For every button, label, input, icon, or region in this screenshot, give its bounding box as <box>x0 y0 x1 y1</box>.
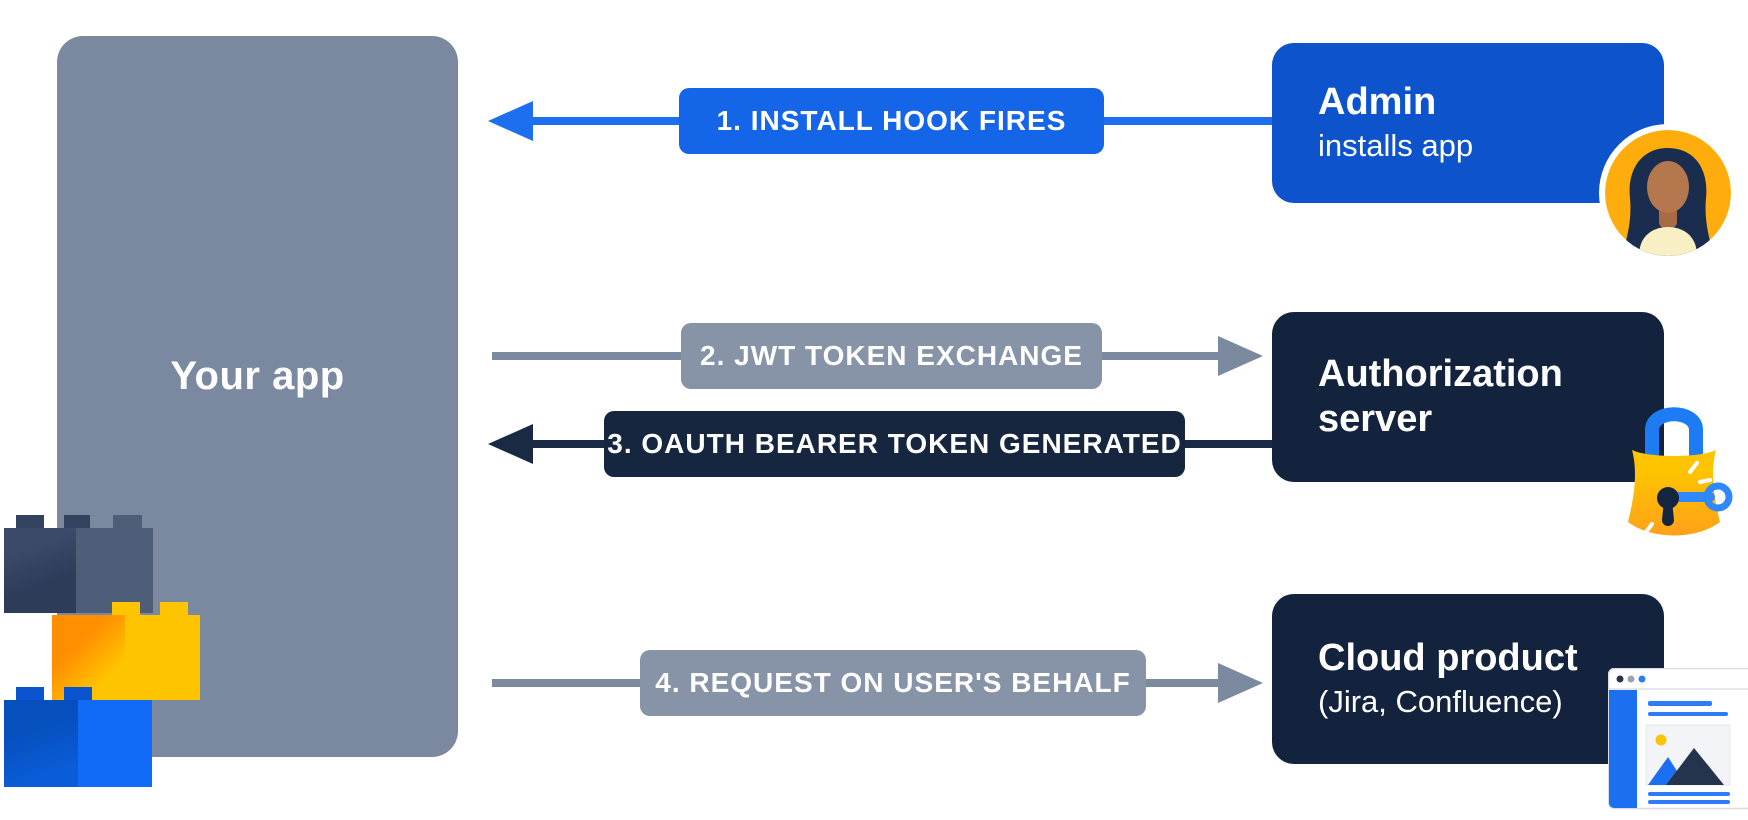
lego-stud <box>113 515 142 529</box>
arrow-head-left-icon <box>488 101 533 141</box>
lego-stud <box>160 602 188 616</box>
arrow-head-right-icon <box>1218 663 1263 703</box>
lego-brick-yellow-icon <box>52 602 200 700</box>
lego-brick-blue-icon <box>4 687 152 787</box>
your-app-label: Your app <box>170 354 345 398</box>
arrow-head-left-icon <box>488 424 533 464</box>
step3-label-box: 3. OAUTH BEARER TOKEN GENERATED <box>604 411 1185 477</box>
lego-stud <box>64 515 90 529</box>
step2-label-box: 2. JWT TOKEN EXCHANGE <box>681 323 1102 389</box>
padlock <box>1612 386 1736 551</box>
step1-label-box: 1. INSTALL HOOK FIRES <box>679 88 1104 154</box>
lego-stud <box>64 687 92 701</box>
avatar <box>1599 124 1737 262</box>
step1-label: 1. INSTALL HOOK FIRES <box>716 105 1067 136</box>
authorization-server-title: Authorization server <box>1318 353 1563 440</box>
step3-label: 3. OAUTH BEARER TOKEN GENERATED <box>607 428 1182 459</box>
authorization-server-node-box: Authorization server <box>1272 312 1664 482</box>
admin-title: Admin <box>1318 81 1437 124</box>
admin-node-box: Admin installs app <box>1272 43 1664 203</box>
step2-label: 2. JWT TOKEN EXCHANGE <box>700 340 1083 371</box>
lego-face <box>52 615 125 700</box>
lego-face <box>4 700 78 787</box>
admin-subtitle: installs app <box>1318 128 1474 164</box>
lego-stud <box>16 515 44 529</box>
cloud-product-subtitle: (Jira, Confluence) <box>1318 684 1563 720</box>
lego-brick-navy-icon <box>4 515 153 613</box>
step4-label-box: 4. REQUEST ON USER'S BEHALF <box>640 650 1146 716</box>
step4-label: 4. REQUEST ON USER'S BEHALF <box>655 667 1131 698</box>
lego-face <box>76 528 153 613</box>
browser-window <box>1607 667 1748 815</box>
lego-face <box>78 700 152 787</box>
lego-stud <box>112 602 140 616</box>
lego-face <box>125 615 200 700</box>
padlock-key-icon <box>1628 407 1733 536</box>
browser-window-icon <box>1607 667 1748 810</box>
lego-stud <box>16 687 44 701</box>
arrow-head-right-icon <box>1218 336 1263 376</box>
cloud-product-title: Cloud product <box>1318 637 1578 680</box>
lego-face <box>4 528 76 613</box>
woman-avatar-icon <box>1605 130 1731 256</box>
cloud-product-node-box: Cloud product (Jira, Confluence) <box>1272 594 1664 764</box>
